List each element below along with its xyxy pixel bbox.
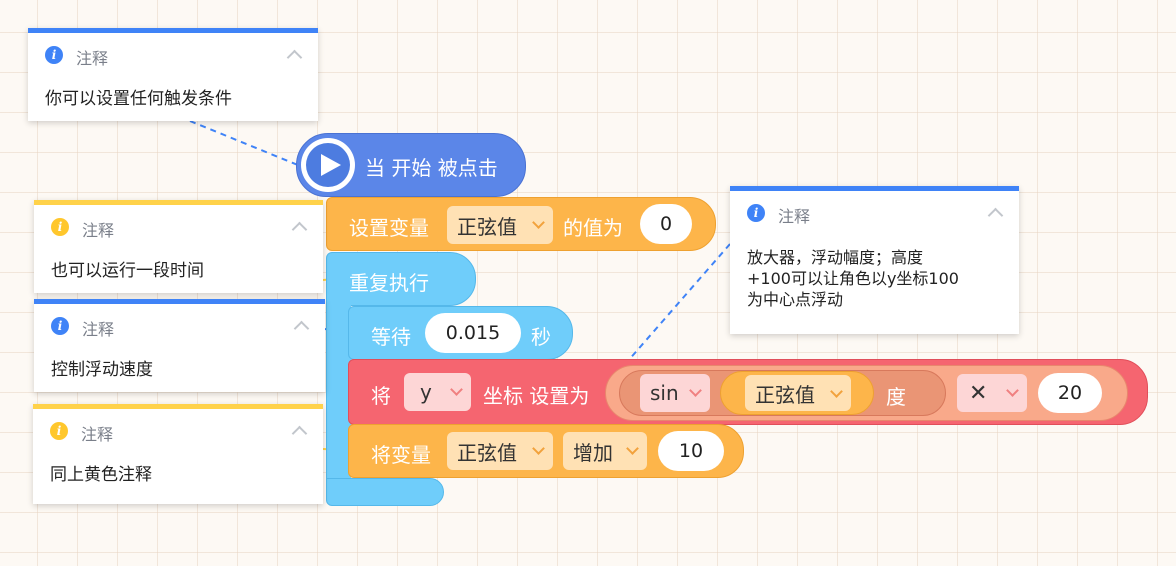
comment-title: 注释 [81,425,114,444]
sin-reporter[interactable]: sin 正弦值 度 [619,370,946,416]
hat-label: 当 开始 被点击 [365,156,498,180]
set-variable-label: 设置变量 [349,216,429,240]
collapse-chevron-icon[interactable] [291,221,308,238]
change-mode-value: 增加 [573,440,613,465]
when-start-clicked-block[interactable]: 当 开始 被点击 [296,133,526,197]
wait-label: 等待 [371,325,411,349]
chevron-down-icon [830,385,843,398]
comment-trigger[interactable]: i 注释 你可以设置任何触发条件 [28,28,318,121]
comment-header: i 注释 [34,304,325,350]
chevron-down-icon [532,442,545,455]
info-icon: i [747,204,765,222]
collapse-chevron-icon[interactable] [293,320,310,337]
comment-text: 控制浮动速度 [51,360,153,380]
operator-value: ✕ [969,380,988,406]
reporter-variable-dropdown[interactable]: 正弦值 [745,375,851,411]
variable-dropdown-value: 正弦值 [457,214,517,239]
chevron-down-icon [1006,384,1019,397]
repeat-block-bottom[interactable] [326,478,444,506]
info-icon: i [50,422,68,440]
comment-title: 注释 [82,221,115,240]
wait-block[interactable]: 等待 0.015 秒 [348,306,573,360]
info-icon: i [51,218,69,236]
comment-header: i 注释 [730,191,1019,237]
collapse-chevron-icon[interactable] [987,207,1004,224]
comment-duration[interactable]: i 注释 也可以运行一段时间 [34,200,323,293]
set-coord-label: 将 [371,384,391,408]
comment-amplifier[interactable]: i 注释 放大器，浮动幅度；高度 +100可以让角色以y坐标100 为中心点浮动 [730,186,1019,334]
info-icon: i [51,317,69,335]
chevron-down-icon [626,442,639,455]
multiplier-input[interactable]: 20 [1038,373,1102,413]
math-function-value: sin [650,381,679,405]
coord-set-to-label: 坐标 设置为 [483,384,590,408]
repeat-block-top[interactable]: 重复执行 [326,252,476,306]
change-mode-dropdown[interactable]: 增加 [563,432,647,470]
comment-text: 放大器，浮动幅度；高度 +100可以让角色以y坐标100 为中心点浮动 [747,248,959,309]
wait-seconds-input[interactable]: 0.015 [425,313,521,353]
set-coordinate-block[interactable]: 将 y 坐标 设置为 sin 正弦值 度 ✕ 20 [348,359,1148,425]
comment-title: 注释 [76,49,109,68]
comment-header: i 注释 [28,33,318,79]
comment-header: i 注释 [34,205,323,251]
comment-text: 同上黄色注释 [50,465,152,485]
chevron-down-icon [532,216,545,229]
axis-dropdown-value: y [420,380,432,404]
chevron-down-icon [689,384,702,397]
axis-dropdown[interactable]: y [404,373,471,411]
set-variable-block[interactable]: 设置变量 正弦值 的值为 0 [326,197,716,251]
set-value-input[interactable]: 0 [640,204,692,244]
multiply-reporter[interactable]: sin 正弦值 度 ✕ 20 [605,365,1128,421]
comment-same-yellow[interactable]: i 注释 同上黄色注释 [33,404,323,504]
comment-speed[interactable]: i 注释 控制浮动速度 [34,299,325,392]
seconds-unit-label: 秒 [531,325,551,349]
collapse-chevron-icon[interactable] [291,425,308,442]
info-icon: i [45,46,63,64]
change-variable-dropdown[interactable]: 正弦值 [447,432,553,470]
reporter-variable-value: 正弦值 [755,382,815,407]
chevron-down-icon [450,383,463,396]
change-variable-value: 正弦值 [457,440,517,465]
degree-label: 度 [886,385,906,409]
play-icon [301,138,355,192]
variable-reporter[interactable]: 正弦值 [720,371,874,415]
comment-text: 你可以设置任何触发条件 [45,89,232,109]
change-amount-input[interactable]: 10 [658,431,724,471]
repeat-block-arm [326,300,351,484]
variable-dropdown[interactable]: 正弦值 [447,206,553,244]
repeat-label: 重复执行 [349,271,429,295]
comment-title: 注释 [82,320,115,339]
value-to-label: 的值为 [563,216,623,240]
math-function-dropdown[interactable]: sin [640,374,710,412]
collapse-chevron-icon[interactable] [286,49,303,66]
comment-text: 也可以运行一段时间 [51,261,204,281]
comment-title: 注释 [778,207,811,226]
change-variable-label: 将变量 [371,443,431,467]
change-variable-block[interactable]: 将变量 正弦值 增加 10 [348,424,744,478]
operator-dropdown[interactable]: ✕ [957,374,1027,412]
comment-header: i 注释 [33,409,323,455]
